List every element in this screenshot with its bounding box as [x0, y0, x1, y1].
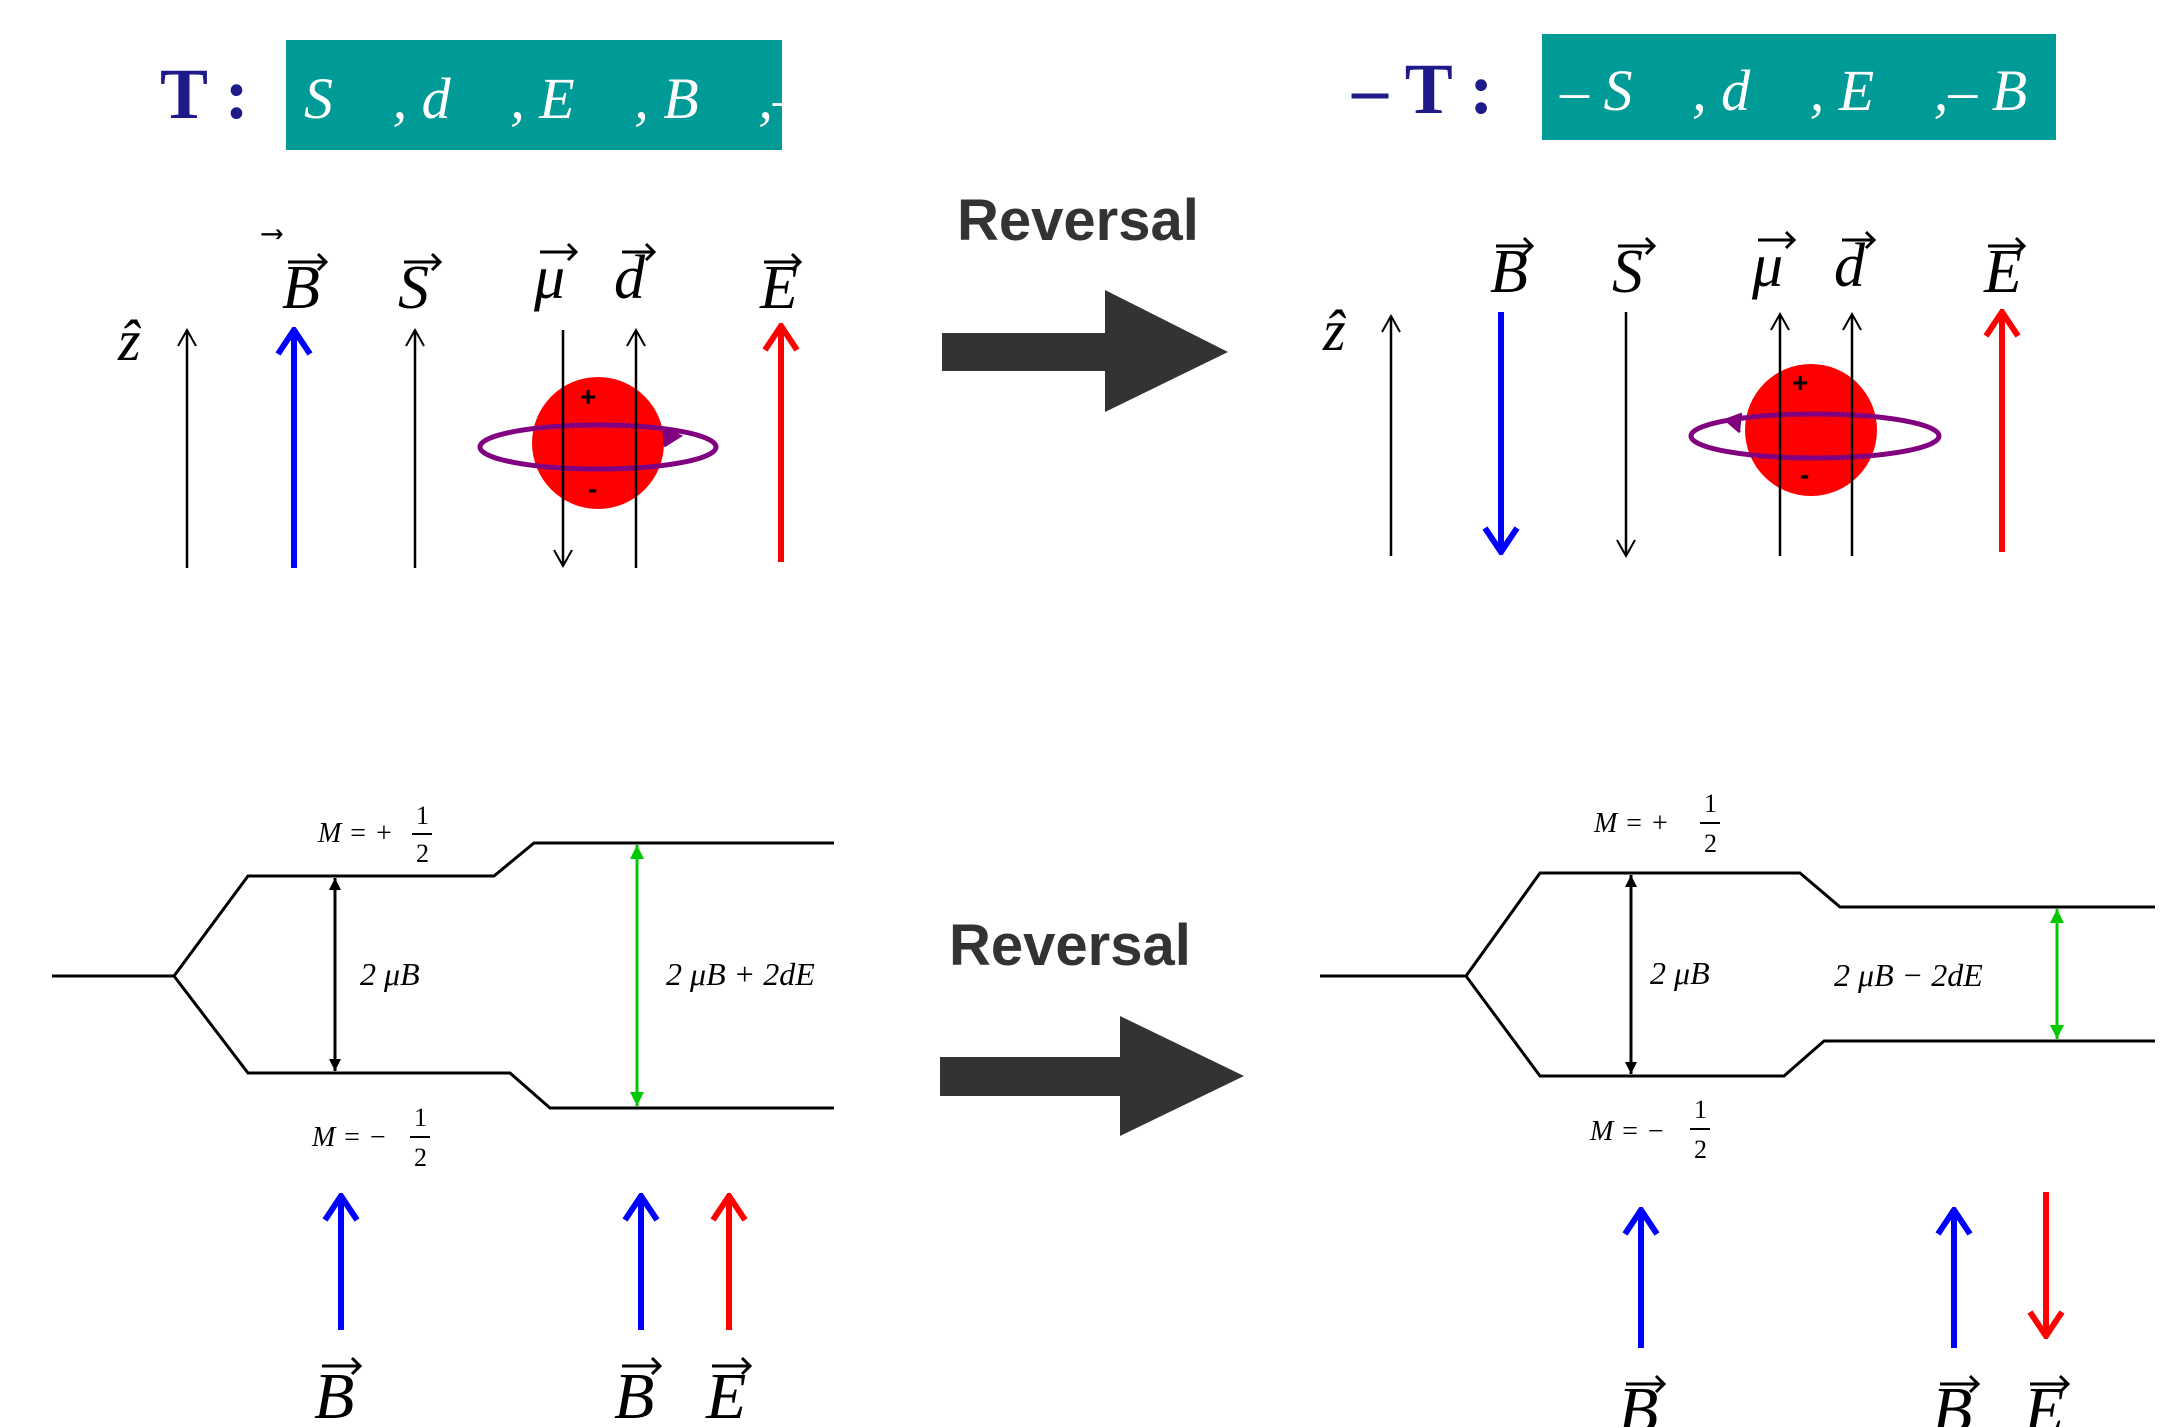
e-label: E [759, 254, 798, 322]
m-plus-den: 2 [416, 839, 429, 868]
mu-label: μ [533, 244, 565, 312]
e-overarrow-bottom-right-icon [2030, 1374, 2071, 1394]
state-box-right [1542, 34, 2056, 140]
top-left-panel: T : S⃗ , d⃗ , E⃗ , B⃗ ,– μ⃗ ẑ B ⃗ S μ d … [117, 40, 891, 568]
e-label-right: E [1983, 238, 2022, 306]
d-label: d [614, 244, 646, 312]
upper-level-line-right [1320, 871, 2155, 978]
upper-level-line [52, 841, 834, 978]
b-overarrow-right-icon [1496, 236, 1535, 256]
state-box-right-text: – S⃗ , d⃗ , E⃗ ,– B⃗ , μ⃗ [1559, 58, 2163, 123]
b-label-right: B [1490, 238, 1528, 306]
m-minus-num: 1 [414, 1103, 427, 1132]
e-overarrow-right-icon [1988, 236, 2027, 256]
m-minus-num-right: 1 [1694, 1095, 1707, 1124]
b-label-bottom-right-2: B [1932, 1374, 1972, 1427]
split-label: 2 μB [360, 956, 420, 992]
z-hat-label: ẑ [117, 308, 141, 373]
particle-sphere [532, 377, 664, 509]
b-overarrow-bottom-2-icon [622, 1356, 663, 1376]
b-label-bottom-1: B [314, 1360, 354, 1427]
b-overarrow-bottom-1-icon [322, 1356, 363, 1376]
b-label: B [282, 254, 320, 322]
s-overarrow-right-icon [1618, 236, 1657, 256]
time-label-t: T : [160, 54, 249, 134]
m-plus-num: 1 [416, 801, 429, 830]
split-label-right: 2 μB [1650, 955, 1710, 991]
bottom-reversal: Reversal [940, 913, 1244, 1136]
orbit-ring-right [1688, 411, 1942, 461]
b-vector-arrow: ⃗ [261, 229, 283, 240]
e-overarrow-bottom-icon [712, 1356, 753, 1376]
d-label-right: d [1834, 232, 1866, 300]
m-plus-label: M = + [317, 818, 393, 849]
m-minus-den-right: 2 [1694, 1135, 1707, 1164]
s-label: S [398, 254, 429, 322]
state-box-left-text: S⃗ , d⃗ , E⃗ , B⃗ ,– μ⃗ [304, 66, 891, 131]
m-plus-num-right: 1 [1704, 789, 1717, 818]
time-label-minus-t: – T : [1351, 49, 1493, 129]
m-plus-label-right: M = + [1593, 808, 1669, 839]
reversal-label-top: Reversal [957, 188, 1199, 253]
b-overarrow-bottom-right-1-icon [1626, 1374, 1667, 1394]
minus-sign: - [588, 473, 597, 504]
m-minus-label: M = − [311, 1122, 387, 1153]
z-hat-label-right: ẑ [1322, 298, 1346, 363]
reversal-label-bottom: Reversal [949, 913, 1191, 978]
state-box-left [286, 40, 782, 150]
b-label-bottom-2: B [614, 1360, 654, 1427]
lower-level-line [172, 975, 834, 1110]
orbit-direction-right-icon [1723, 412, 1743, 434]
particle-sphere-right [1745, 364, 1877, 496]
plus-sign: + [580, 381, 596, 412]
reversal-arrow-bottom-icon [940, 1016, 1244, 1136]
split-label-e: 2 μB + 2dE [666, 956, 815, 992]
e-label-bottom-right: E [2023, 1374, 2064, 1427]
b-overarrow-bottom-right-2-icon [1940, 1374, 1981, 1394]
s-label-right: S [1612, 238, 1643, 306]
m-minus-label-right: M = − [1589, 1116, 1665, 1147]
top-right-panel: – T : – S⃗ , d⃗ , E⃗ ,– B⃗ , μ⃗ ẑ B S μ … [1322, 34, 2163, 556]
s-overarrow-icon [404, 252, 443, 272]
m-minus-den: 2 [414, 1143, 427, 1172]
mu-overarrow-icon [540, 242, 579, 262]
mu-overarrow-right-icon [1758, 230, 1797, 250]
orbit-ring [477, 422, 719, 472]
split-label-e-right: 2 μB − 2dE [1834, 957, 1983, 993]
orbit-direction-icon [661, 426, 684, 448]
d-overarrow-right-icon [1842, 230, 1877, 250]
mu-label-right: μ [1751, 232, 1783, 300]
minus-sign-right: - [1800, 459, 1809, 490]
top-reversal: Reversal [942, 188, 1228, 412]
e-overarrow-icon [764, 252, 803, 272]
b-overarrow-icon [288, 252, 329, 272]
e-label-bottom: E [705, 1360, 746, 1427]
plus-sign-right: + [1792, 367, 1808, 398]
lower-level-line-right [1464, 975, 2155, 1078]
bottom-right-panel: M = + 1 2 M = − 1 2 2 μB 2 μB − 2dE B B … [1320, 789, 2155, 1427]
m-plus-den-right: 2 [1704, 829, 1717, 858]
b-label-bottom-right-1: B [1618, 1374, 1658, 1427]
bottom-left-panel: M = + 1 2 M = − 1 2 2 μB 2 μB + 2dE B B … [52, 801, 834, 1427]
d-overarrow-icon [622, 242, 657, 262]
reversal-arrow-top-icon [942, 290, 1228, 412]
